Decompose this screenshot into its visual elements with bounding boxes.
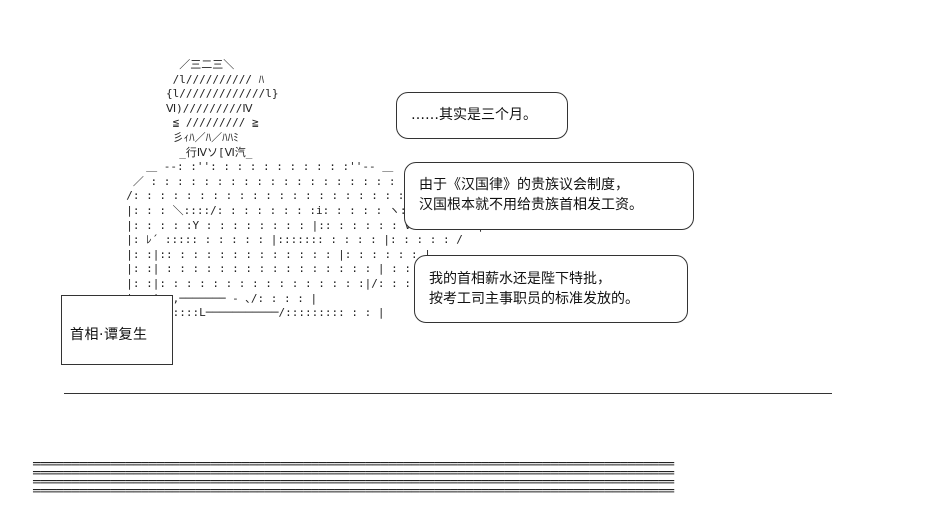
bubble-2-line-1: 由于《汉国律》的贵族议会制度， <box>419 177 629 193</box>
ground-line <box>64 393 832 394</box>
bubble-3-line-1: 我的首相薪水还是陛下特批， <box>429 271 611 287</box>
bubble-3-line-2: 按考工司主事职员的标准发放的。 <box>429 291 639 307</box>
nameplate-label: 首相·谭复生 <box>70 327 148 343</box>
bubble-1-line-1: ……其实是三个月。 <box>411 107 537 123</box>
speech-bubble-3: 我的首相薪水还是陛下特批， 按考工司主事职员的标准发放的。 <box>414 255 688 323</box>
nameplate: 首相·谭复生 <box>61 295 173 365</box>
speech-bubble-1: ……其实是三个月。 <box>396 92 568 139</box>
speech-bubble-2: 由于《汉国律》的贵族议会制度， 汉国根本就不用给贵族首相发工资。 <box>404 162 694 230</box>
bottom-divider-bars: ════════════════════════════════════════… <box>33 456 675 498</box>
bubble-2-line-2: 汉国根本就不用给贵族首相发工资。 <box>419 197 643 213</box>
